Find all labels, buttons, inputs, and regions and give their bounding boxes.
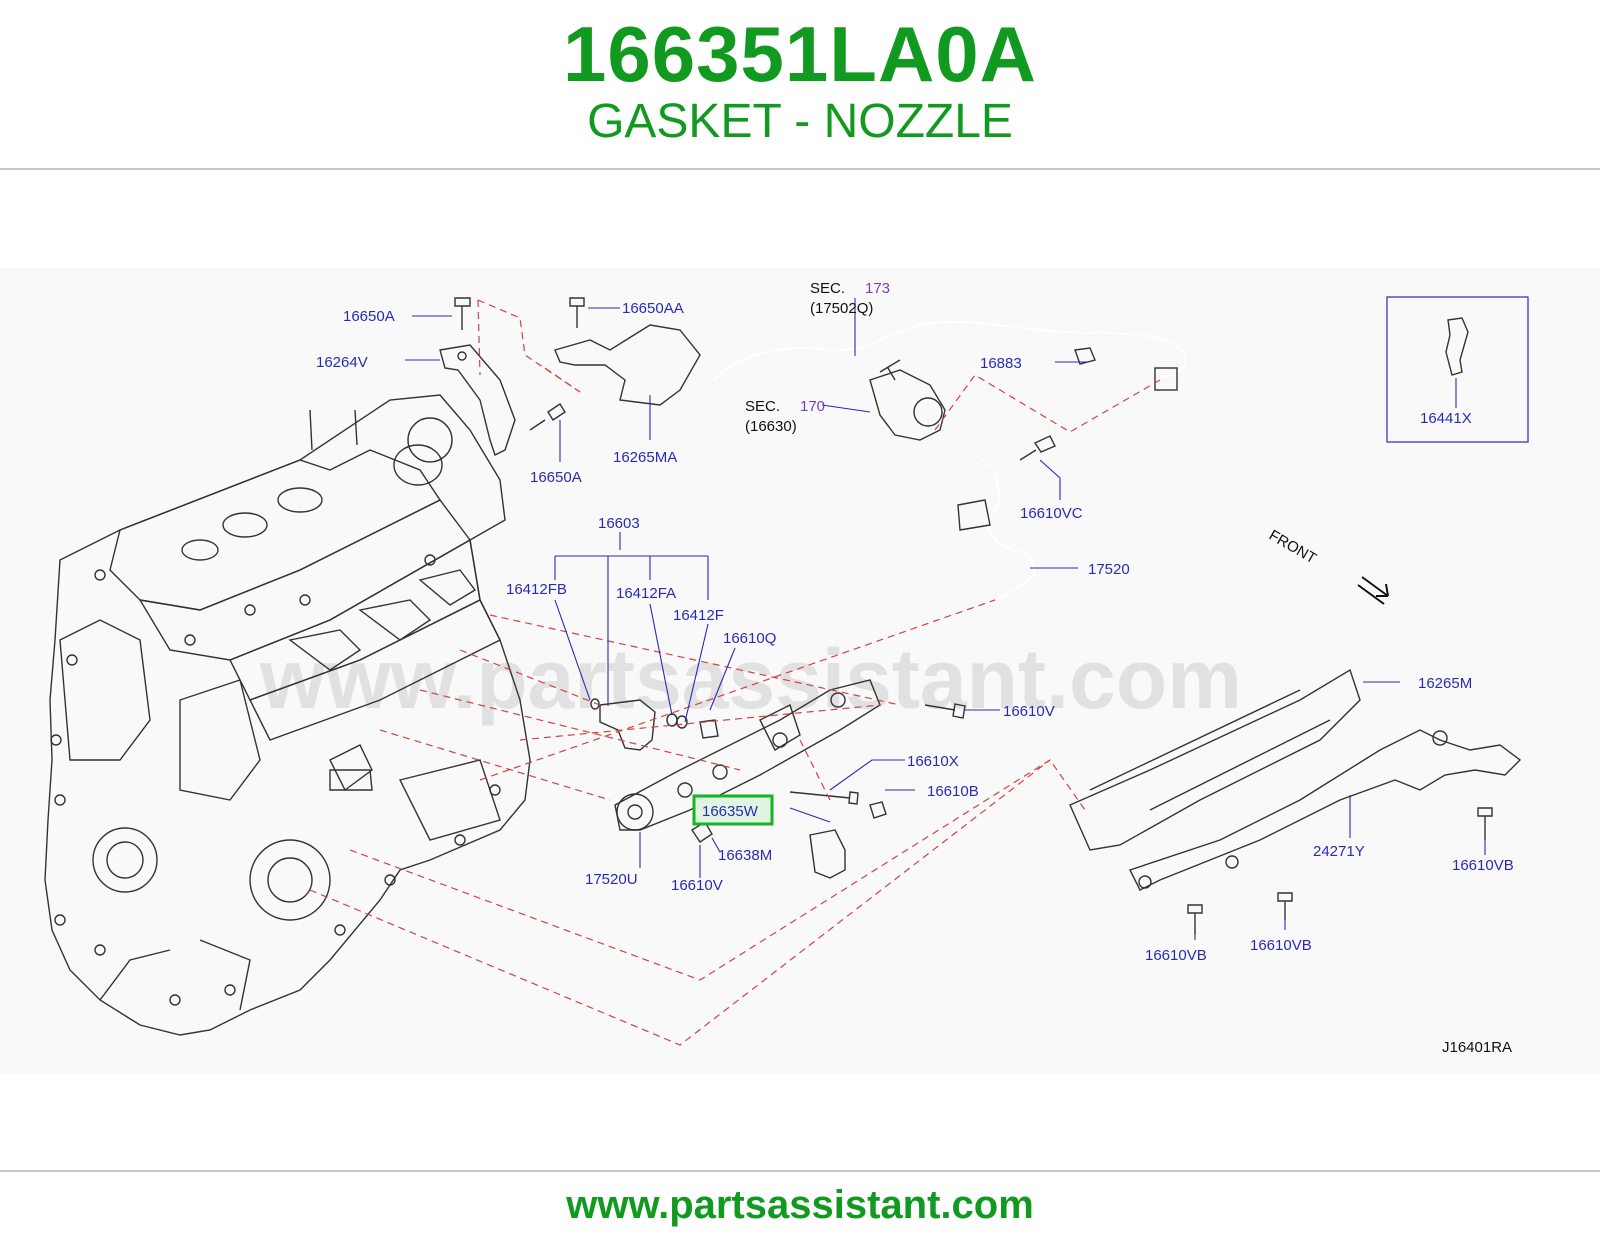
callout-16412FB[interactable]: 16412FB <box>506 581 567 598</box>
leader-lines <box>405 298 1486 940</box>
callout-16265M[interactable]: 16265M <box>1418 675 1472 692</box>
callout-16610X[interactable]: 16610X <box>907 753 959 770</box>
section-ref-170-prefix: SEC. <box>745 398 780 415</box>
callout-labels: 16650A 16264V 16650AA 16265MA 16650A 168… <box>316 300 1514 964</box>
page-header: 166351LA0A GASKET - NOZZLE <box>0 0 1600 170</box>
inset-box <box>1386 296 1529 443</box>
section-ref-170-part: (16630) <box>745 418 797 435</box>
callout-16610B[interactable]: 16610B <box>927 783 979 800</box>
section-ref-170-number[interactable]: 170 <box>800 398 825 415</box>
callout-16650AA[interactable]: 16650AA <box>622 300 684 317</box>
callout-16883[interactable]: 16883 <box>980 355 1022 372</box>
part-number-title: 166351LA0A <box>563 10 1037 98</box>
callout-16610V-low[interactable]: 16610V <box>671 877 723 894</box>
callout-24271Y[interactable]: 24271Y <box>1313 843 1365 860</box>
assembly-lines <box>309 299 1161 1046</box>
callout-16412F[interactable]: 16412F <box>673 607 724 624</box>
callout-16610VC[interactable]: 16610VC <box>1020 505 1083 522</box>
callout-16264V[interactable]: 16264V <box>316 354 368 371</box>
callout-16265MA[interactable]: 16265MA <box>613 449 677 466</box>
section-ref-173-number[interactable]: 173 <box>865 280 890 297</box>
callout-16650A-mid[interactable]: 16650A <box>530 469 582 486</box>
callout-16610Q[interactable]: 16610Q <box>723 630 776 647</box>
highlight-box <box>692 794 774 826</box>
footer-website-link[interactable]: www.partsassistant.com <box>566 1183 1034 1227</box>
part-name-subtitle: GASKET - NOZZLE <box>587 95 1013 148</box>
callout-16635W[interactable]: 16635W <box>702 803 759 820</box>
callout-17520U[interactable]: 17520U <box>585 871 638 888</box>
front-label: FRONT <box>1266 527 1319 568</box>
callout-16650A-top[interactable]: 16650A <box>343 308 395 325</box>
section-ref-173-part: (17502Q) <box>810 300 873 317</box>
diagram-code: J16401RA <box>1442 1039 1512 1056</box>
diagram-background <box>0 268 1600 1074</box>
callout-16610VB-mid[interactable]: 16610VB <box>1250 937 1312 954</box>
callout-16638M[interactable]: 16638M <box>718 847 772 864</box>
footer-divider <box>0 1170 1600 1172</box>
header-divider <box>0 168 1600 170</box>
callout-16441X[interactable]: 16441X <box>1420 410 1472 427</box>
callout-16603[interactable]: 16603 <box>598 515 640 532</box>
front-arrow: FRONT <box>1266 527 1389 605</box>
callout-17520[interactable]: 17520 <box>1088 561 1130 578</box>
engine-illustration <box>44 394 531 1036</box>
callout-16412FA[interactable]: 16412FA <box>616 585 676 602</box>
section-ref-173-prefix: SEC. <box>810 280 845 297</box>
callout-16610V-right[interactable]: 16610V <box>1003 703 1055 720</box>
callout-16610VB-right[interactable]: 16610VB <box>1452 857 1514 874</box>
callout-16610VB-left[interactable]: 16610VB <box>1145 947 1207 964</box>
